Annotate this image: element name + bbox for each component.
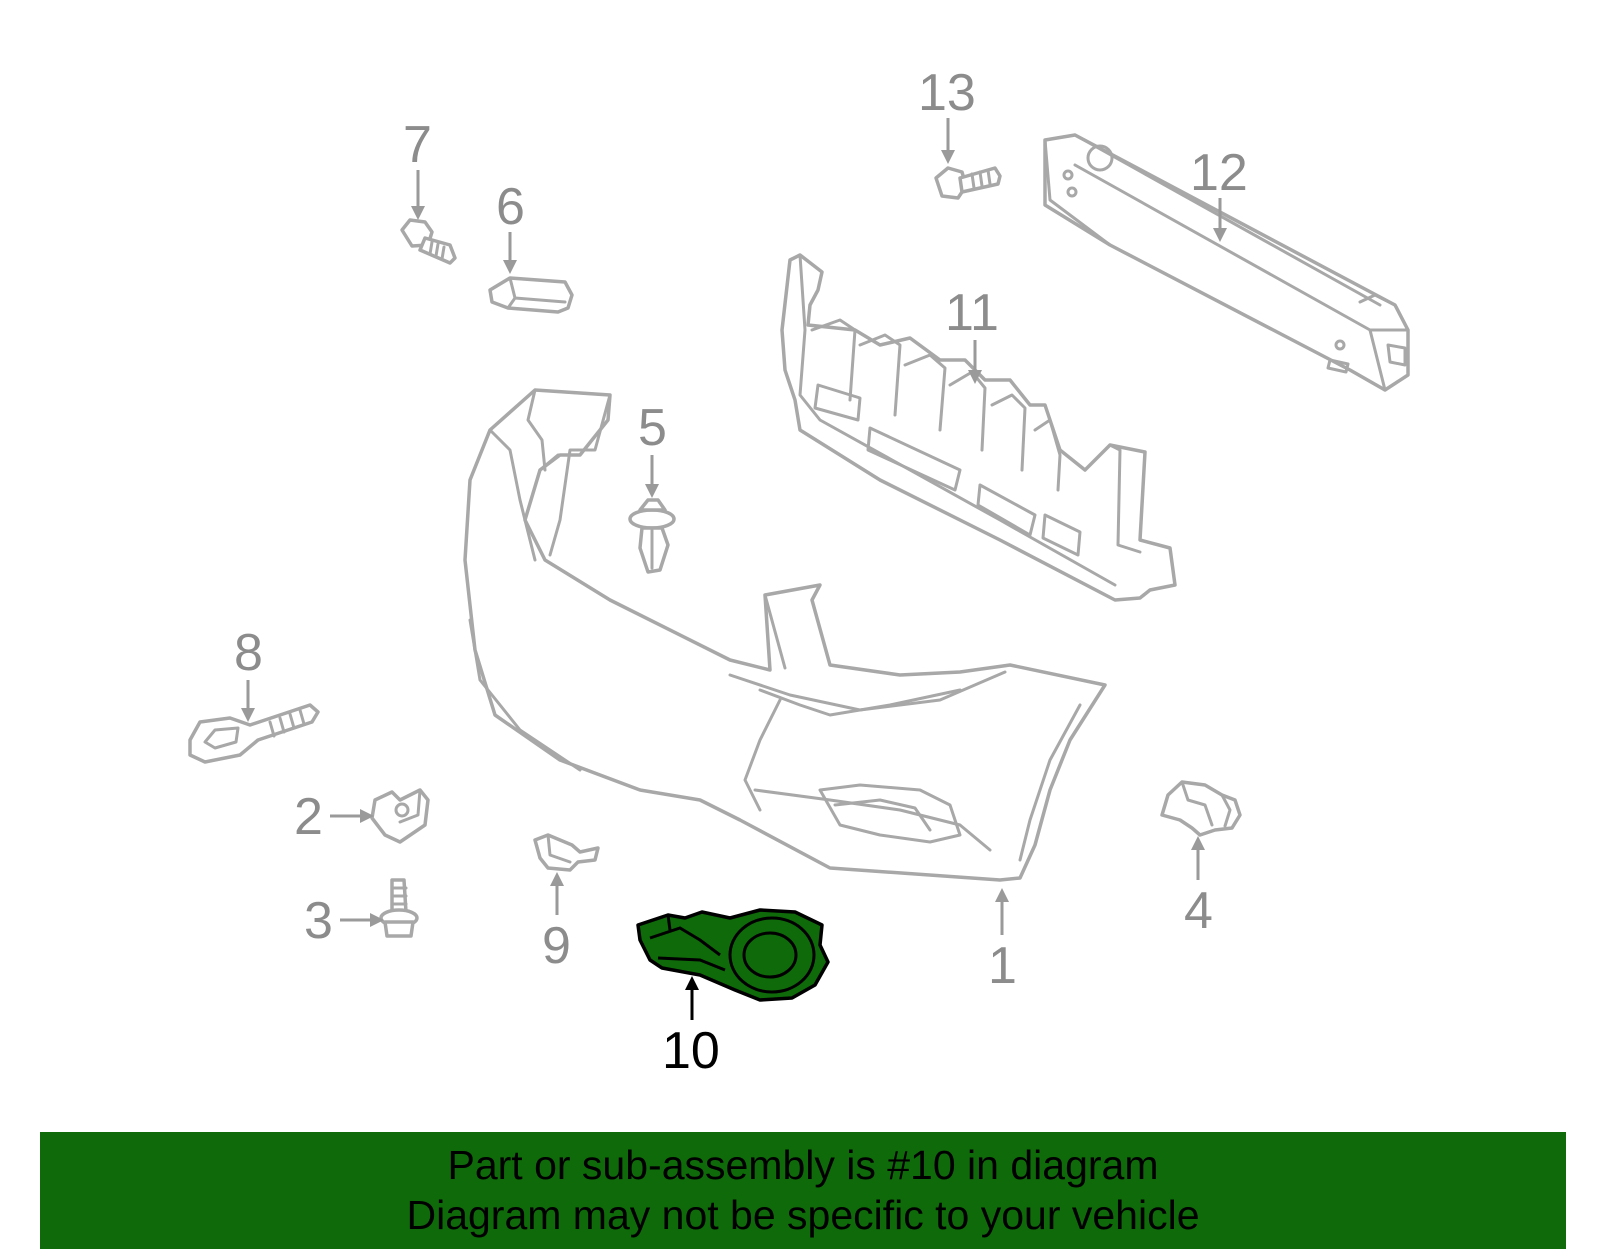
part-3-screw (379, 878, 419, 938)
part-1-bumper-cover (463, 388, 1107, 882)
callout-4: 4 (1184, 882, 1213, 940)
callout-3: 3 (304, 892, 333, 950)
callout-1: 1 (988, 937, 1017, 995)
part-11-energy-absorber (780, 253, 1177, 602)
callout-13: 13 (918, 64, 976, 122)
part-5-push-retainer (628, 498, 676, 574)
callout-2: 2 (294, 788, 323, 846)
callout-10-highlighted: 10 (662, 1022, 720, 1080)
banner-line-1: Part or sub-assembly is #10 in diagram (447, 1142, 1159, 1188)
part-6-bracket (488, 276, 574, 314)
part-9-bracket (533, 833, 600, 872)
part-8-tow-eye (188, 703, 320, 764)
banner-line-2: Diagram may not be specific to your vehi… (406, 1192, 1200, 1238)
leader-arrows (241, 118, 1227, 1020)
callout-12: 12 (1190, 144, 1248, 202)
part-13-bolt (934, 166, 1002, 200)
part-4-fastener-bracket (1160, 780, 1242, 837)
part-7-bolt (400, 218, 457, 265)
part-12-reinforcement-beam (1043, 133, 1410, 392)
callout-9: 9 (542, 917, 571, 975)
callout-5: 5 (638, 399, 667, 457)
callout-7: 7 (403, 116, 432, 174)
info-banner: Part or sub-assembly is #10 in diagram D… (40, 1132, 1566, 1249)
part-10-fog-lamp-bezel (636, 908, 830, 1002)
callout-11: 11 (945, 284, 999, 342)
callout-6: 6 (496, 178, 525, 236)
part-2-clip-nut (370, 788, 430, 844)
callout-8: 8 (234, 624, 263, 682)
